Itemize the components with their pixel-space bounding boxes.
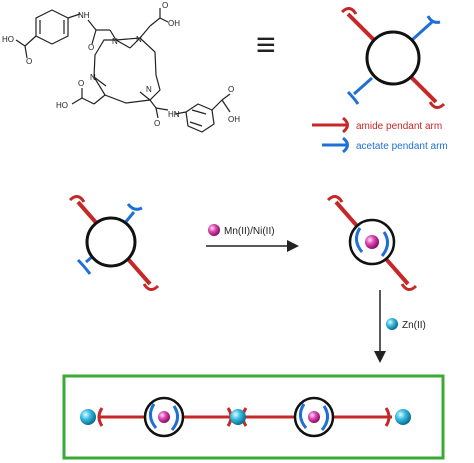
- macrocycle-circle: [365, 30, 421, 86]
- atom-o-acid-top: O: [162, 1, 168, 10]
- acetate-arm-bound: [149, 403, 158, 429]
- metal-ion-sphere: [308, 411, 320, 423]
- acetate-arm-tip: [346, 90, 360, 105]
- acetate-arm-bound: [355, 227, 364, 253]
- amide-arm-tip: [142, 283, 160, 291]
- amide-arm-tip: [97, 407, 104, 427]
- acetate-arm-bound: [320, 405, 329, 431]
- zinc-ion-sphere: [395, 409, 411, 425]
- legend-acetate-tip: [342, 136, 349, 154]
- atom-ho-bottom-left: HO: [56, 101, 68, 110]
- amide-arm-tip: [68, 195, 86, 203]
- acetate-arm-tip: [126, 203, 143, 211]
- zinc-ion-sphere: [80, 409, 96, 425]
- zinc-ion-sphere: [230, 409, 246, 425]
- amide-arm-tip: [326, 195, 344, 203]
- atom-nh-top: NH: [78, 11, 90, 20]
- atom-n-4: N: [146, 85, 152, 94]
- acetate-arm-line: [410, 20, 434, 42]
- acetate-arm-bound: [299, 403, 308, 429]
- metal-step-label: Mn(II)/Ni(II): [224, 226, 275, 237]
- atom-oh-bottom-right: OH: [228, 115, 240, 124]
- amide-arm-tip: [340, 7, 358, 15]
- atom-oh-top-right: OH: [168, 19, 180, 28]
- atom-n-3: N: [90, 73, 96, 82]
- zinc-ion-sphere: [386, 318, 398, 330]
- macrocycle-ring: [93, 37, 161, 104]
- amide-arm-tip: [384, 407, 391, 427]
- atom-o-acid-right: O: [228, 85, 234, 94]
- legend: amide pendant arm acetate pendant arm: [312, 116, 448, 154]
- atom-n-2: N: [136, 35, 142, 44]
- acetate-arm-bound: [170, 405, 179, 431]
- amide-arm-tip: [428, 101, 446, 109]
- equivalent-symbol: ≡: [256, 26, 276, 64]
- atom-n-1: N: [112, 37, 118, 46]
- acetate-arm-tip: [76, 258, 92, 275]
- acetate-arm-bound: [380, 231, 389, 257]
- free-ligand: [68, 195, 160, 291]
- benzene-ring-bottom: [185, 103, 215, 133]
- atom-o-acid-bottom: O: [78, 79, 84, 88]
- atom-ho-top: HO: [2, 35, 14, 44]
- macrocycle-circle: [85, 216, 137, 268]
- acetate-arm-tip: [426, 15, 441, 24]
- metal-complex: [326, 195, 418, 291]
- legend-amide-tip: [342, 116, 349, 134]
- schematic-ligand: [340, 7, 446, 109]
- benzene-ring-top: [35, 9, 69, 45]
- legend-amide-label: amide pendant arm: [356, 121, 442, 132]
- ligand-structure: [15, 8, 231, 133]
- coordination-polymer: [80, 396, 411, 438]
- atom-o-top-left: O: [26, 57, 32, 66]
- amide-arm-tip: [400, 283, 418, 291]
- metal-ion-sphere: [208, 224, 220, 236]
- zinc-step-label: Zn(II): [402, 320, 426, 331]
- legend-acetate-label: acetate pendant arm: [356, 141, 448, 152]
- metal-ion-sphere: [365, 235, 379, 249]
- acetate-arm-line: [353, 76, 373, 96]
- atom-o-amide-top: O: [88, 43, 94, 52]
- atom-labels: HO O NH O N N O OH N N HO O O HN O OH: [2, 1, 240, 128]
- atom-o-amide-bottom: O: [154, 119, 160, 128]
- atom-hn-bottom: HN: [168, 110, 180, 119]
- metal-ion-sphere: [158, 411, 170, 423]
